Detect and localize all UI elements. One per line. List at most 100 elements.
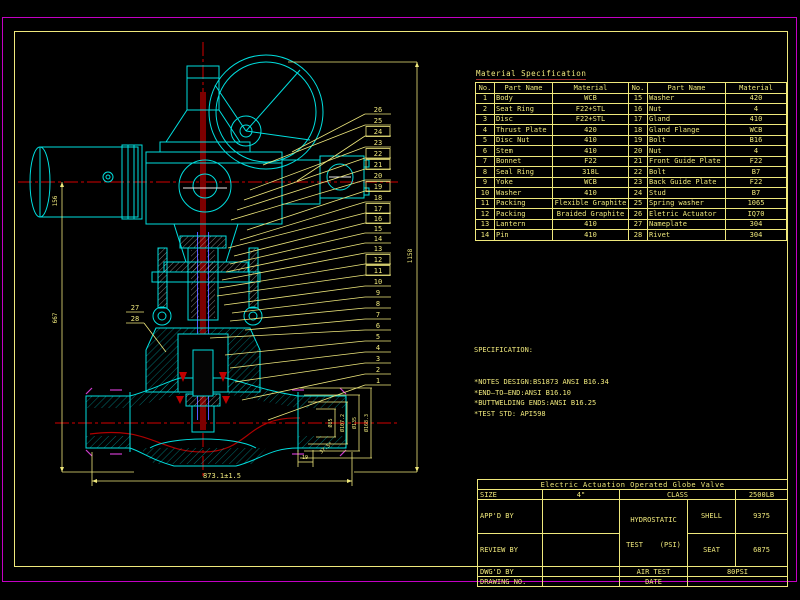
material-cell: 12	[475, 208, 495, 220]
dwgd-by-label: DWG'D BY	[477, 566, 543, 577]
material-cell: Stem	[494, 145, 553, 157]
material-cell: 20	[628, 145, 648, 157]
material-cell: 410	[552, 229, 629, 241]
material-cell: F22	[725, 155, 787, 167]
material-cell: 420	[725, 92, 787, 104]
material-cell: 3	[475, 113, 495, 125]
valve-stem	[200, 92, 206, 430]
material-cell: 9	[475, 176, 495, 188]
material-cell: Gland	[647, 113, 726, 125]
material-cell: Bolt	[647, 166, 726, 178]
material-cell: 2	[475, 103, 495, 115]
material-cell: Nut	[647, 103, 726, 115]
material-cell: B7	[725, 166, 787, 178]
air-test-value: 80PSI	[687, 566, 788, 577]
shell-label: SHELL	[687, 499, 736, 534]
hydro-line-2: TEST (PSI)	[626, 541, 681, 549]
date-label: DATE	[619, 576, 688, 587]
seat-value: 6875	[735, 532, 788, 567]
material-header-cell: Part Name	[494, 82, 553, 94]
material-cell: 16	[628, 103, 648, 115]
hydrostatic-test-label: HYDROSTATIC TEST (PSI)	[619, 499, 688, 567]
material-cell: 4	[725, 145, 787, 157]
material-cell: 28	[628, 229, 648, 241]
svg-text:18: 18	[374, 194, 382, 202]
svg-text:873.1±1.5: 873.1±1.5	[203, 472, 241, 480]
material-cell: F22	[552, 155, 629, 167]
material-cell: 19	[628, 134, 648, 146]
svg-text:7: 7	[376, 311, 380, 319]
material-cell: IQ70	[725, 208, 787, 220]
material-cell: Yoke	[494, 176, 553, 188]
material-cell: Back Guide Plate	[647, 176, 726, 188]
title-block: Electric Actuation Operated Globe Valve …	[477, 479, 788, 587]
svg-text:Ø107.2: Ø107.2	[339, 414, 346, 432]
material-cell: 1	[475, 92, 495, 104]
material-cell: 14	[475, 229, 495, 241]
material-cell: 1065	[725, 197, 787, 209]
material-cell: Flexible Graphite	[552, 197, 629, 209]
svg-text:667: 667	[52, 312, 59, 323]
material-cell: 410	[552, 145, 629, 157]
svg-text:2: 2	[376, 366, 380, 374]
review-by-label: REVIEW BY	[477, 532, 543, 567]
material-cell: Front Guide Plate	[647, 155, 726, 167]
specification-line: *TEST STD: API598	[474, 409, 546, 418]
svg-text:27: 27	[131, 304, 139, 312]
material-cell: Washer	[494, 187, 553, 199]
svg-text:22: 22	[374, 150, 382, 158]
svg-text:Ø85: Ø85	[327, 418, 334, 427]
material-cell: Disc	[494, 113, 553, 125]
material-cell: Body	[494, 92, 553, 104]
svg-text:Ø135: Ø135	[351, 417, 358, 429]
material-cell: Spring washer	[647, 197, 726, 209]
material-cell: 13	[475, 218, 495, 230]
material-cell: 8	[475, 166, 495, 178]
size-value: 4"	[542, 489, 620, 500]
material-header-cell: No.	[628, 82, 648, 94]
svg-text:28: 28	[131, 315, 139, 323]
drawing-no-label: DRAWING NO.	[477, 576, 543, 587]
dwgd-by-value	[542, 566, 620, 577]
material-cell: 420	[552, 124, 629, 136]
svg-text:24: 24	[374, 128, 382, 136]
class-label: CLASS	[619, 489, 736, 500]
svg-text:13: 13	[374, 245, 382, 253]
material-header-cell: No.	[475, 82, 495, 94]
svg-text:26: 26	[374, 106, 382, 114]
svg-text:156: 156	[52, 195, 59, 206]
seat-label: SEAT	[687, 532, 736, 567]
material-cell: Packing	[494, 197, 553, 209]
material-cell: 18	[628, 124, 648, 136]
size-label: SIZE	[477, 489, 543, 500]
material-cell: 7	[475, 155, 495, 167]
specification-line: *NOTES DESIGN:BS1873 ANSI B16.34	[474, 377, 609, 386]
svg-text:14: 14	[374, 235, 382, 243]
specification-title: SPECIFICATION:	[474, 346, 534, 355]
material-cell: Washer	[647, 92, 726, 104]
material-table-title: Material Specification	[476, 69, 587, 80]
specification-notes: SPECIFICATION: *NOTES DESIGN:BS1873 ANSI…	[474, 324, 609, 430]
svg-text:11: 11	[374, 267, 382, 275]
svg-text:12: 12	[374, 256, 382, 264]
material-cell: WCB	[725, 124, 787, 136]
material-cell: 304	[725, 229, 787, 241]
material-cell: 4	[475, 124, 495, 136]
review-by-value	[542, 532, 620, 567]
callout-numbers: 2625242322212019181716151413121110987654…	[209, 106, 391, 421]
svg-text:Ø168.3: Ø168.3	[363, 414, 370, 432]
specification-line: *BUTTWELDING ENDS:ANSI B16.25	[474, 399, 597, 408]
svg-text:19: 19	[302, 455, 308, 461]
material-cell: 17	[628, 113, 648, 125]
air-test-label: AIR TEST	[619, 566, 688, 577]
material-cell: 5	[475, 134, 495, 146]
